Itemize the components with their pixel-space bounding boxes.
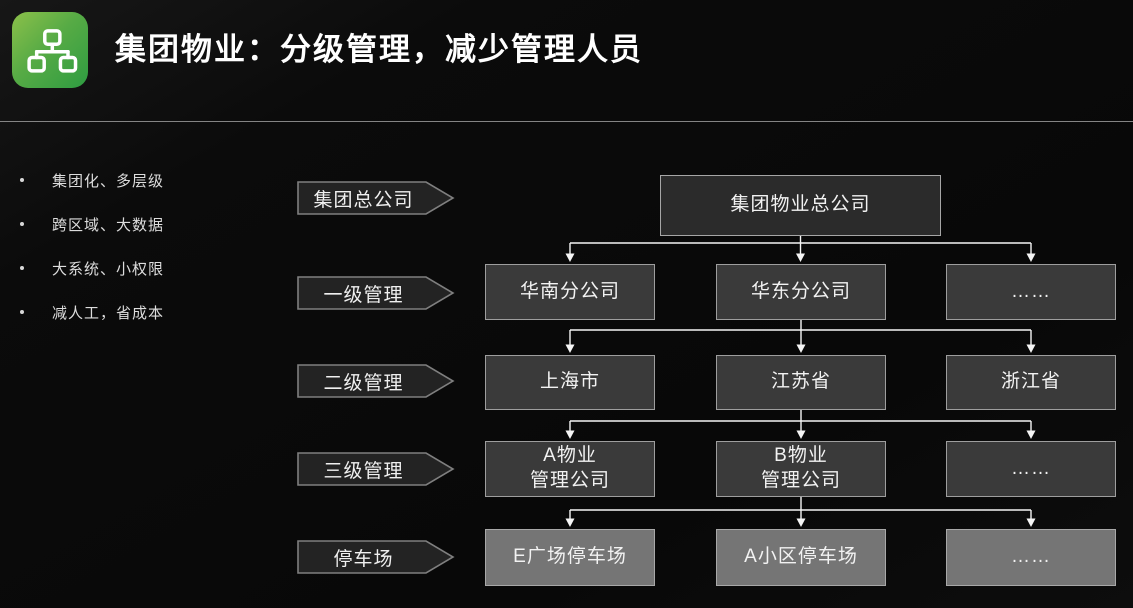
pentagon-arrow-shape	[297, 364, 455, 398]
pentagon-arrow-shape	[297, 452, 455, 486]
org-chart-icon	[12, 12, 88, 88]
org-node-r5c1: E广场停车场	[485, 529, 655, 586]
bullet-dot	[20, 310, 24, 314]
org-node-r5c2: A小区停车场	[716, 529, 886, 586]
header-divider	[0, 121, 1133, 122]
bullet-text: 集团化、多层级	[52, 172, 165, 190]
org-node-r3c2: 江苏省	[716, 355, 886, 410]
level-label-text: 停车场	[333, 548, 394, 570]
org-node-r3c3: 浙江省	[946, 355, 1116, 410]
org-node-r2c1: 华南分公司	[485, 264, 655, 320]
org-node-r4c2: B物业 管理公司	[716, 441, 886, 497]
bullet-text: 跨区域、大数据	[52, 216, 165, 234]
org-node-r2c3: ……	[946, 264, 1116, 320]
pentagon-arrow-shape	[297, 540, 455, 574]
level-label-parking: 停车场	[297, 540, 455, 574]
level-label-tier1: 一级管理	[297, 276, 455, 310]
level-label-text: 一级管理	[323, 284, 404, 306]
slide-title: 集团物业：分级管理，减少管理人员	[115, 32, 643, 67]
org-node-r3c1: 上海市	[485, 355, 655, 410]
level-label-tier2: 二级管理	[297, 364, 455, 398]
bullet-item: 集团化、多层级	[20, 168, 164, 192]
bullet-dot	[20, 178, 24, 182]
org-node-r5c3: ……	[946, 529, 1116, 586]
bullet-item: 跨区域、大数据	[20, 212, 164, 236]
bullet-dot	[20, 266, 24, 270]
level-label-text: 集团总公司	[313, 189, 414, 211]
org-node-r4c3: ……	[946, 441, 1116, 497]
level-label-text: 二级管理	[323, 372, 404, 394]
bullet-dot	[20, 222, 24, 226]
bullet-item: 减人工，省成本	[20, 300, 164, 324]
org-chart-icon-glyph	[27, 29, 78, 73]
level-label-group-hq: 集团总公司	[297, 181, 455, 215]
org-node-r2c2: 华东分公司	[716, 264, 886, 320]
bullet-text: 减人工，省成本	[52, 304, 165, 322]
bullet-list: 集团化、多层级 跨区域、大数据 大系统、小权限 减人工，省成本	[20, 168, 164, 344]
level-label-tier3: 三级管理	[297, 452, 455, 486]
org-node-root: 集团物业总公司	[660, 175, 941, 236]
pentagon-arrow-shape	[297, 181, 455, 215]
org-node-r4c1: A物业 管理公司	[485, 441, 655, 497]
bullet-text: 大系统、小权限	[52, 260, 165, 278]
level-label-text: 三级管理	[323, 460, 404, 482]
pentagon-arrow-shape	[297, 276, 455, 310]
bullet-item: 大系统、小权限	[20, 256, 164, 280]
